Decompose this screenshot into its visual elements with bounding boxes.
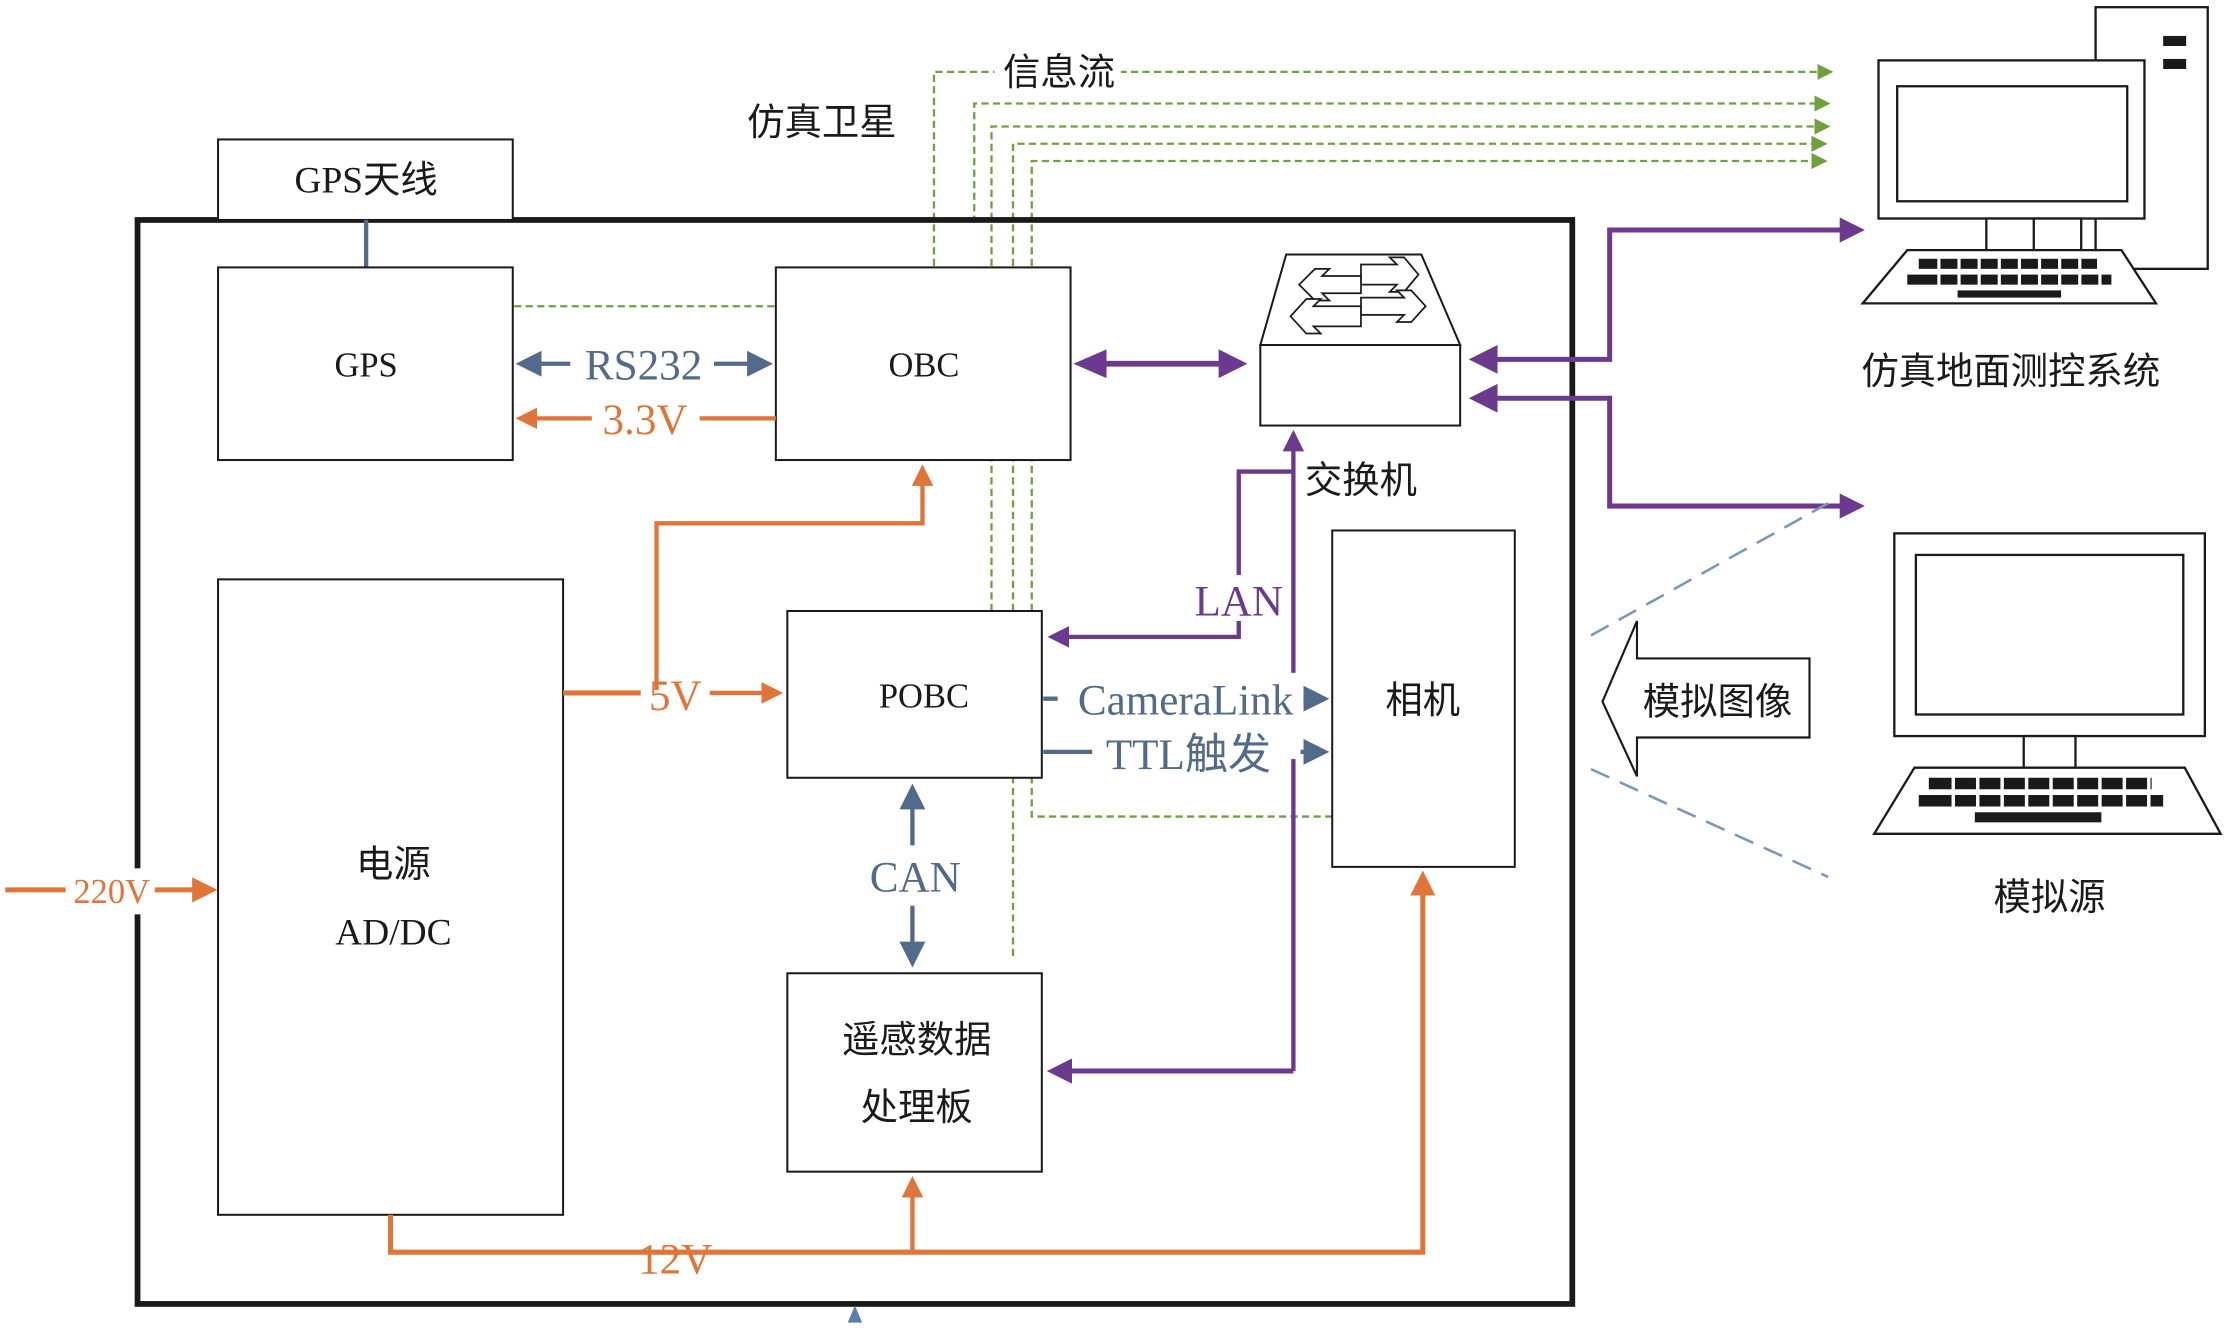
sim-image-arrow-icon [1601, 620, 1811, 777]
ground-station-label: 仿真地面测控系统 [1861, 351, 2160, 393]
cameralink-label: CameraLink [1078, 678, 1294, 725]
view-cone-lower [1590, 767, 1829, 879]
ttl-label: TTL触发 [1106, 732, 1271, 779]
switch-icon [1258, 253, 1462, 427]
info-flow-camera [1030, 152, 1828, 818]
info-flow-gps [514, 63, 1834, 308]
lan-to-pobc [1052, 469, 1294, 637]
v12-bus [388, 870, 1436, 1255]
v12-label: 12V [638, 1237, 712, 1284]
gps-label: GPS [334, 347, 397, 385]
obc-label: OBC [888, 347, 959, 385]
info-flow-obc [973, 95, 1831, 223]
ground-station-computer-icon [1860, 6, 2209, 305]
v5-label: 5V [649, 673, 702, 720]
pobc-label: POBC [879, 677, 969, 715]
v5-to-obc [654, 464, 934, 691]
power-label-1: 电源 [356, 845, 431, 886]
v220-label: 220V [73, 873, 150, 911]
switch-label: 交换机 [1305, 460, 1417, 502]
info-flow-label: 信息流 [1003, 52, 1115, 94]
view-cone-upper [1590, 502, 1829, 637]
rs-board-label-2: 处理板 [861, 1088, 973, 1129]
lan-label: LAN [1194, 578, 1283, 625]
switch-to-source-link [1483, 395, 1865, 519]
satellite-frame [134, 217, 1576, 1307]
gps-antenna-label: GPS天线 [294, 160, 437, 202]
obc-switch-arrowhead-left [1073, 349, 1107, 379]
gps-block [217, 266, 514, 462]
power-supply-block [217, 578, 565, 1216]
camera-label: 相机 [1385, 681, 1460, 722]
v33-label: 3.3V [603, 397, 688, 444]
sim-satellite-label: 仿真卫星 [747, 102, 896, 144]
rs-data-board-block [786, 972, 1043, 1173]
rs232-label: RS232 [585, 343, 702, 390]
obc-block [774, 266, 1072, 462]
sim-image-label: 模拟图像 [1643, 682, 1792, 724]
camera-block [1331, 529, 1516, 868]
power-label-2: AD/DC [335, 913, 451, 954]
switch-arrowhead-2 [1468, 383, 1498, 413]
sim-source-computer-icon [1872, 532, 2223, 835]
can-label: CAN [870, 854, 961, 901]
pobc-block [786, 609, 1043, 779]
info-flow-lines [514, 63, 1834, 957]
switch-to-ground-link [1483, 217, 1865, 362]
sim-source-label: 模拟源 [1994, 877, 2106, 919]
switch-arrowhead-1 [1468, 345, 1498, 374]
bottom-marker [847, 1305, 863, 1323]
rs-board-label-1: 遥感数据 [842, 1019, 991, 1061]
